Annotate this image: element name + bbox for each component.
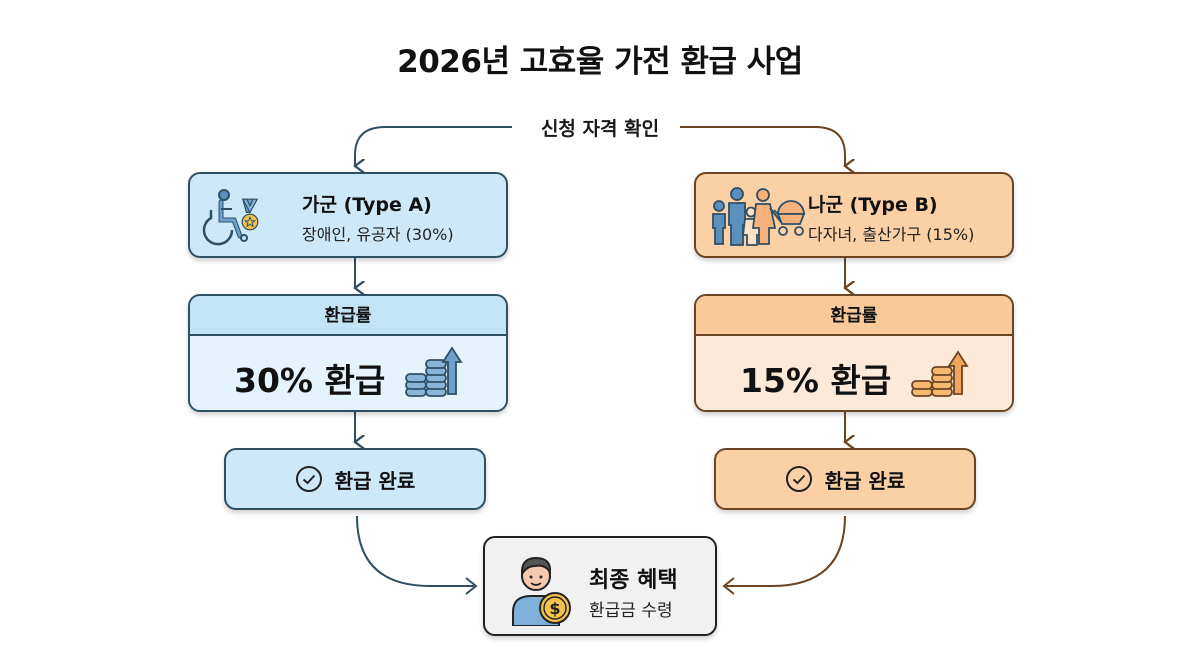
group-b-rate-header: 환급률 — [696, 296, 1012, 336]
eligibility-check-label: 신청 자격 확인 — [540, 118, 660, 140]
coins-arrow-up-icon — [911, 350, 969, 397]
person-with-coin-icon: $ — [512, 556, 571, 626]
arrow-to-group-a — [355, 126, 512, 166]
page-title: 2026년 고효율 가전 환급 사업 — [397, 44, 803, 80]
final-benefit-box: $ 최종 혜택 환급금 수령 — [483, 536, 717, 636]
coins-arrow-up-icon — [405, 346, 463, 397]
final-subtitle: 환급금 수령 — [589, 601, 673, 621]
family-icon — [712, 187, 782, 246]
group-a-done-label: 환급 완료 — [334, 468, 416, 493]
wheelchair-icon — [202, 189, 248, 246]
group-a-rate-header: 환급률 — [190, 296, 506, 336]
stroller-icon — [773, 200, 806, 236]
group-a-rate-value: 30% 환급 — [234, 361, 386, 400]
check-circle-icon — [295, 466, 322, 492]
check-circle-icon — [785, 466, 812, 492]
arrow-to-group-b — [680, 126, 845, 166]
group-b-done-label: 환급 완료 — [824, 468, 906, 493]
group-a-subtitle: 장애인, 유공자 (30%) — [302, 225, 454, 244]
group-b-rate-box: 환급률 15% 환급 — [694, 294, 1014, 412]
group-b-done-box: 환급 완료 — [714, 448, 976, 510]
svg-text:$: $ — [549, 599, 560, 618]
medal-icon — [241, 198, 259, 231]
final-title: 최종 혜택 — [589, 568, 678, 593]
group-a-title: 가군 (Type A) — [302, 194, 432, 216]
group-b-box: 나군 (Type B) 다자녀, 출산가구 (15%) — [694, 172, 1014, 258]
group-a-done-box: 환급 완료 — [224, 448, 486, 510]
group-a-box: 가군 (Type A) 장애인, 유공자 (30%) — [188, 172, 508, 258]
group-a-rate-box: 환급률 30% 환급 — [188, 294, 508, 412]
group-b-subtitle: 다자녀, 출산가구 (15%) — [808, 225, 975, 244]
group-b-title: 나군 (Type B) — [808, 194, 938, 216]
group-b-rate-value: 15% 환급 — [740, 361, 892, 400]
